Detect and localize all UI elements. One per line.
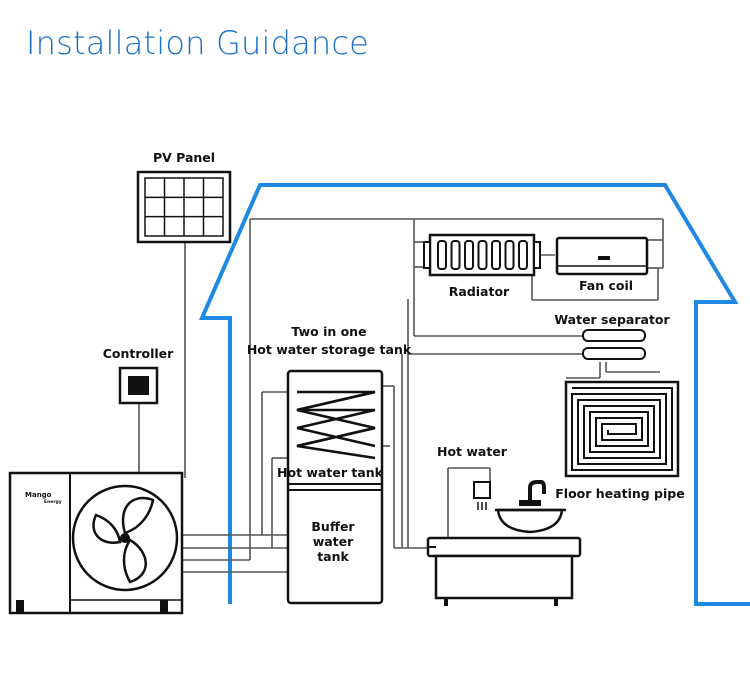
pipe-network [138, 218, 664, 573]
storage-tank-label: Hot water storage tank [247, 342, 412, 357]
radiator-label: Radiator [449, 284, 510, 299]
heat-pump-fan-icon [71, 484, 179, 592]
floor-heating-coil-icon [564, 380, 680, 478]
storage-tank [286, 369, 384, 605]
buffer-tank-label-2: water [313, 534, 354, 549]
fan-coil-icon [555, 236, 649, 276]
controller-label: Controller [103, 346, 174, 361]
brand-logo-sub: Energy [44, 499, 62, 505]
water-heater-icon [473, 481, 491, 510]
page-title: Installation Guidance [26, 24, 370, 62]
heat-pump-unit: Mango Energy [8, 471, 184, 615]
controller-icon [118, 366, 159, 405]
hot-water-label: Hot water [437, 444, 508, 459]
hot-water-tank-label: Hot water tank [277, 465, 384, 480]
radiator-icon [423, 233, 541, 277]
two-in-one-label: Two in one [291, 324, 366, 339]
fan-coil-label: Fan coil [579, 278, 633, 293]
sink [495, 508, 566, 534]
buffer-tank-label-1: Buffer [311, 519, 355, 534]
bathtub-icon [426, 536, 582, 606]
solar-panel-icon [136, 170, 232, 244]
house-outline [198, 183, 750, 606]
floor-heating-label: Floor heating pipe [555, 486, 684, 501]
buffer-tank-label-3: tank [317, 549, 349, 564]
pv-panel-label: PV Panel [153, 150, 215, 165]
brand-logo: Mango [25, 491, 52, 499]
water-separator-label: Water separator [554, 312, 670, 327]
water-separator-icon [582, 329, 646, 360]
faucet-icon [519, 480, 546, 506]
